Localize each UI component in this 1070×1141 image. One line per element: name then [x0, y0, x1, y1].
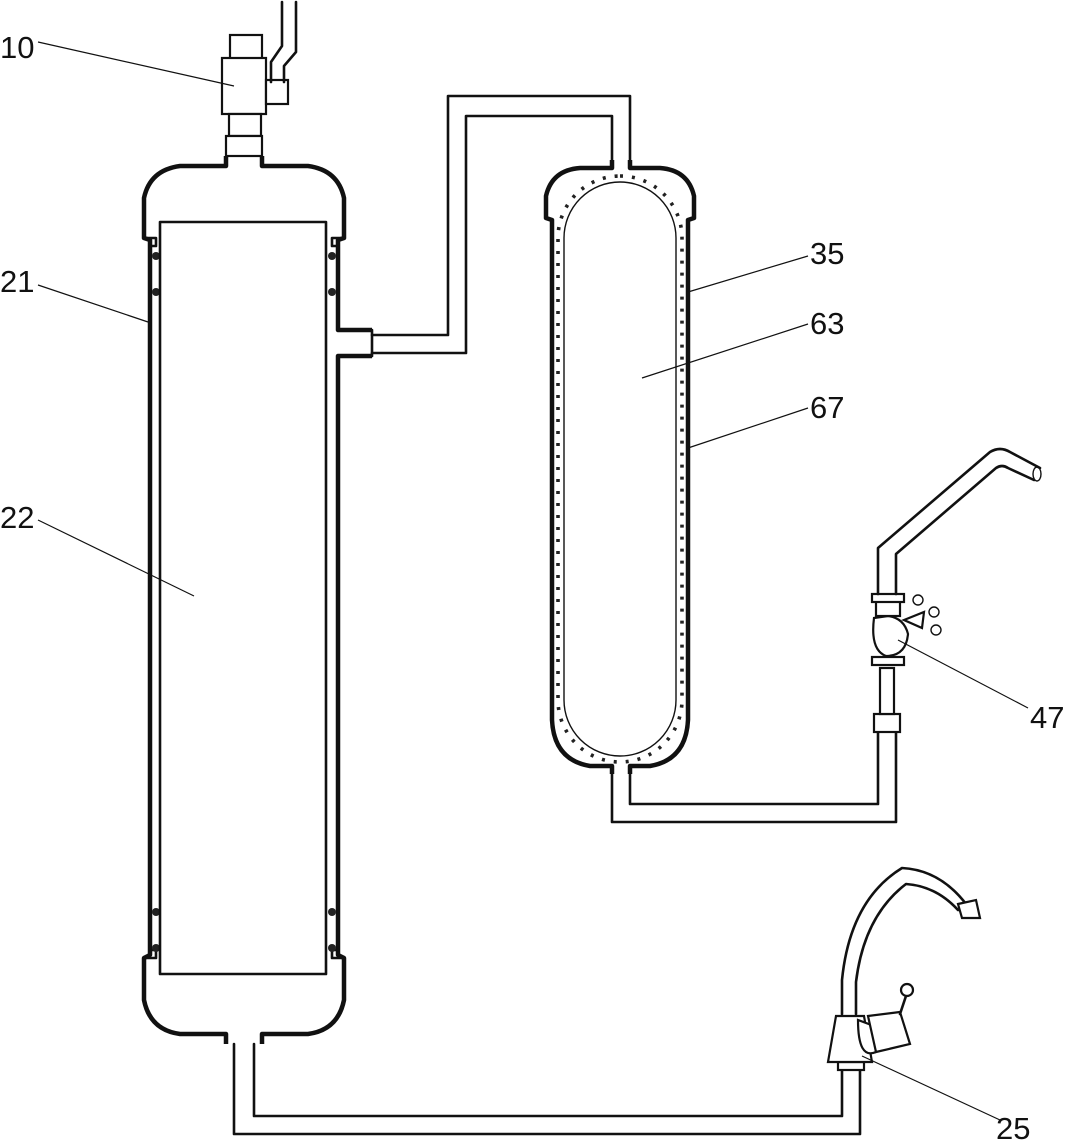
faucet-47 — [870, 447, 1042, 734]
label-25: 25 — [996, 1111, 1030, 1141]
label-63: 63 — [810, 306, 844, 341]
housing-35 — [543, 160, 697, 774]
label-47: 47 — [1030, 700, 1064, 735]
label-22: 22 — [0, 500, 34, 535]
connecting-pipe-upper — [370, 94, 632, 355]
outlet-pipe — [232, 1042, 862, 1136]
inlet-valve — [220, 0, 298, 158]
inner-filter-63 — [563, 181, 677, 757]
leader-lines — [37, 41, 1029, 1121]
connecting-pipe-right — [610, 730, 898, 824]
faucet-25 — [826, 866, 982, 1072]
housing-21 — [141, 156, 374, 1044]
label-10: 10 — [0, 30, 34, 65]
label-67: 67 — [810, 390, 844, 425]
mesh-layer-67 — [556, 174, 684, 764]
cartridge-22 — [158, 220, 328, 976]
label-35: 35 — [810, 236, 844, 271]
label-21: 21 — [0, 264, 34, 299]
